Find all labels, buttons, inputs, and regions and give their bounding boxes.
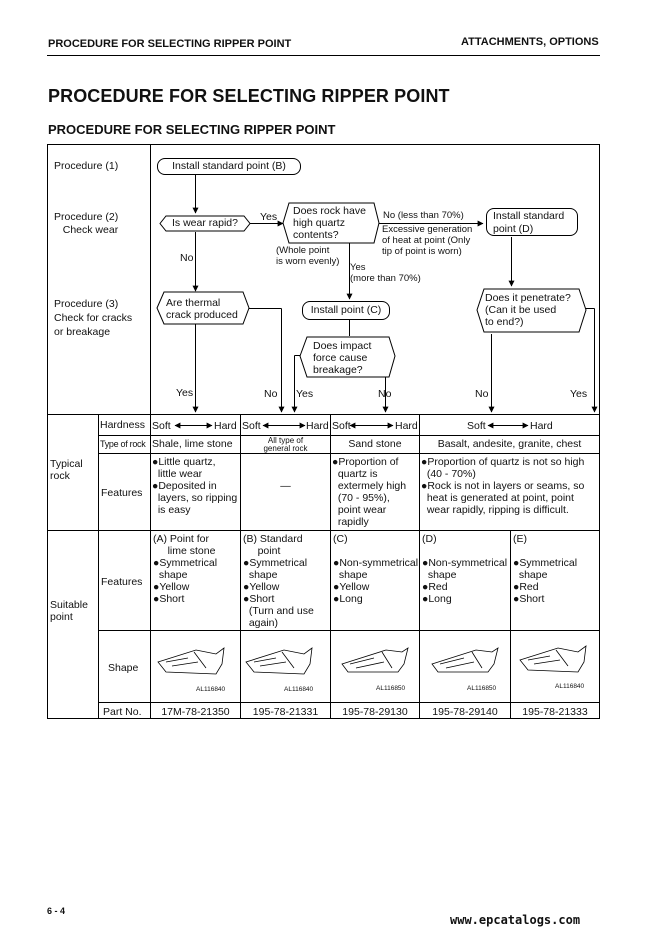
yes-label-a: Yes (176, 387, 194, 399)
rock-type-d: Basalt, andesite, granite, chest (437, 438, 582, 450)
shape-label: Shape (108, 662, 139, 674)
running-header-left: PROCEDURE FOR SELECTING RIPPER POINT (48, 38, 292, 50)
is-wear-rapid-decision: Is wear rapid? (172, 217, 238, 229)
whole-point-note: (Whole point is worn evenly) (276, 245, 340, 267)
shape-code-e: AL116840 (555, 683, 585, 690)
part-number-d: 195-78-29140 (432, 706, 498, 718)
yes-label-e: Yes (570, 388, 588, 400)
point-feature-c: (C) ●Non-symmetrical shape ●Yellow ●Long (333, 533, 419, 605)
rock-type-c: Sand stone (348, 438, 402, 450)
hard-label-a: Hard (214, 420, 237, 432)
part-number-e: 195-78-21333 (522, 706, 588, 718)
shape-code-d: AL116850 (467, 685, 497, 692)
shape-code-a: AL116840 (196, 686, 226, 693)
running-header-right: ATTACHMENTS, OPTIONS (461, 36, 599, 48)
hard-label-b: Hard (306, 420, 329, 432)
part-number-c: 195-78-29130 (342, 706, 408, 718)
install-standard-point-d: Install standard point (D) (486, 208, 578, 236)
rock-quartz-decision: Does rock have high quartz contents? (293, 205, 366, 241)
install-point-c: Install point (C) (302, 301, 390, 320)
yes-label-b: Yes (296, 388, 314, 400)
point-feature-d: (D) ●Non-symmetrical shape ●Red ●Long (422, 533, 508, 605)
no-label-c: No (378, 388, 392, 400)
point-features-label: Features (101, 576, 143, 588)
no-label-d: No (475, 388, 489, 400)
rock-feature-a: ●Little quartz, little wear ●Deposited i… (152, 456, 238, 516)
shape-code-b: AL116840 (284, 686, 314, 693)
website-link[interactable]: www.epcatalogs.com (450, 913, 581, 927)
shape-code-c: AL116850 (376, 685, 406, 692)
hard-label-c: Hard (395, 420, 418, 432)
header-rule (47, 55, 600, 56)
procedure-2-label: Procedure (2) Check wear (54, 211, 119, 236)
no-less-70-label: No (less than 70%) (383, 210, 464, 221)
hardness-label: Hardness (100, 419, 145, 431)
yes-label-1: Yes (260, 211, 278, 223)
excessive-heat-note: Excessive generation of heat at point (O… (382, 224, 473, 257)
rock-feature-d: ●Proportion of quartz is not so high (40… (421, 456, 585, 516)
install-standard-point-b: Install standard point (B) (157, 158, 301, 175)
soft-label-b: Soft (242, 420, 261, 432)
point-feature-e: (E) ●Symmetrical shape ●Red ●Short (513, 533, 578, 605)
suitable-point-label: Suitable point (50, 599, 88, 623)
no-label-b: No (264, 388, 278, 400)
soft-label-a: Soft (152, 420, 171, 432)
rock-type-b: All type of general rock (263, 436, 308, 453)
part-number-a: 17M-78-21350 (161, 706, 230, 718)
procedure-3-label: Procedure (3) Check for cracks or breaka… (54, 298, 133, 338)
procedure-1-label: Procedure (1) (54, 160, 119, 172)
ripper-point-shapes (157, 645, 587, 675)
part-no-label: Part No. (103, 706, 142, 718)
rock-feature-c: ●Proportion of quartz is extermely high … (332, 456, 407, 528)
hard-label-d: Hard (530, 420, 553, 432)
page-title: PROCEDURE FOR SELECTING RIPPER POINT (48, 86, 450, 106)
soft-label-d: Soft (467, 420, 486, 432)
does-penetrate-decision: Does it penetrate? (Can it be used to en… (485, 292, 571, 328)
part-number-b: 195-78-21331 (252, 706, 319, 718)
typical-rock-label: Typical rock (50, 458, 83, 482)
rock-feature-b: — (280, 480, 291, 492)
no-label-1: No (180, 252, 194, 264)
rock-type-a: Shale, lime stone (152, 438, 233, 450)
thermal-crack-decision: Are thermal crack produced (166, 297, 238, 321)
type-of-rock-label: Type of rock (100, 439, 146, 449)
point-feature-a: (A) Point for lime stone ●Symmetrical sh… (153, 533, 218, 605)
impact-force-decision: Does impact force cause breakage? (313, 340, 372, 376)
yes-more-70-label: Yes (more than 70%) (350, 262, 421, 284)
section-title: PROCEDURE FOR SELECTING RIPPER POINT (48, 122, 336, 137)
point-feature-b: (B) Standard point ●Symmetrical shape ●Y… (243, 533, 314, 629)
soft-label-c: Soft (332, 420, 351, 432)
page-number: 6 - 4 (47, 906, 66, 916)
rock-features-label: Features (101, 487, 143, 499)
